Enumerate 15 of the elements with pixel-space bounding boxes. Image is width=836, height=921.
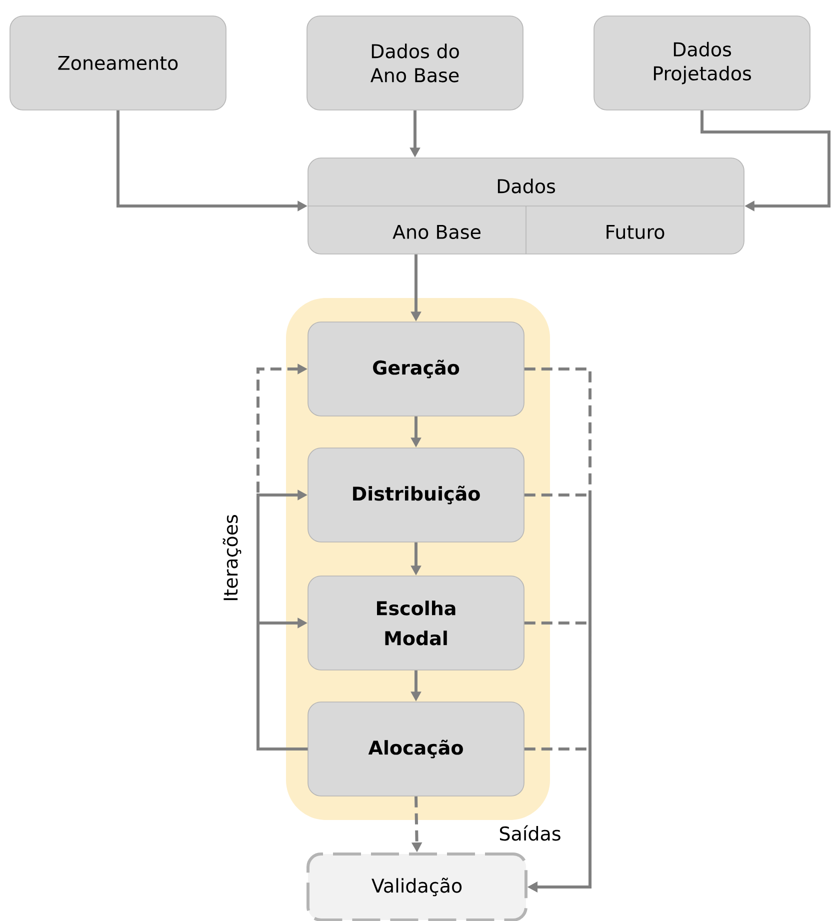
- process-box: Alocação: [308, 702, 524, 796]
- side-label: Saídas: [500, 825, 560, 841]
- data-box: Dados do Ano Base: [306, 16, 524, 110]
- process-box: Distribuição: [308, 448, 524, 542]
- process-box: Escolha Modal: [308, 576, 524, 670]
- arrow: [524, 748, 592, 892]
- process-box: Geração: [308, 322, 524, 416]
- arrow: [256, 364, 308, 750]
- side-label: Iterações: [222, 515, 242, 600]
- data-box: Zoneamento: [10, 16, 226, 110]
- arrow: [256, 490, 308, 750]
- data-table-box: Dados Ano Base Futuro: [308, 158, 744, 254]
- validation-box: Validação: [306, 852, 528, 921]
- data-box: Dados Projetados: [594, 16, 810, 110]
- arrow: [700, 110, 830, 212]
